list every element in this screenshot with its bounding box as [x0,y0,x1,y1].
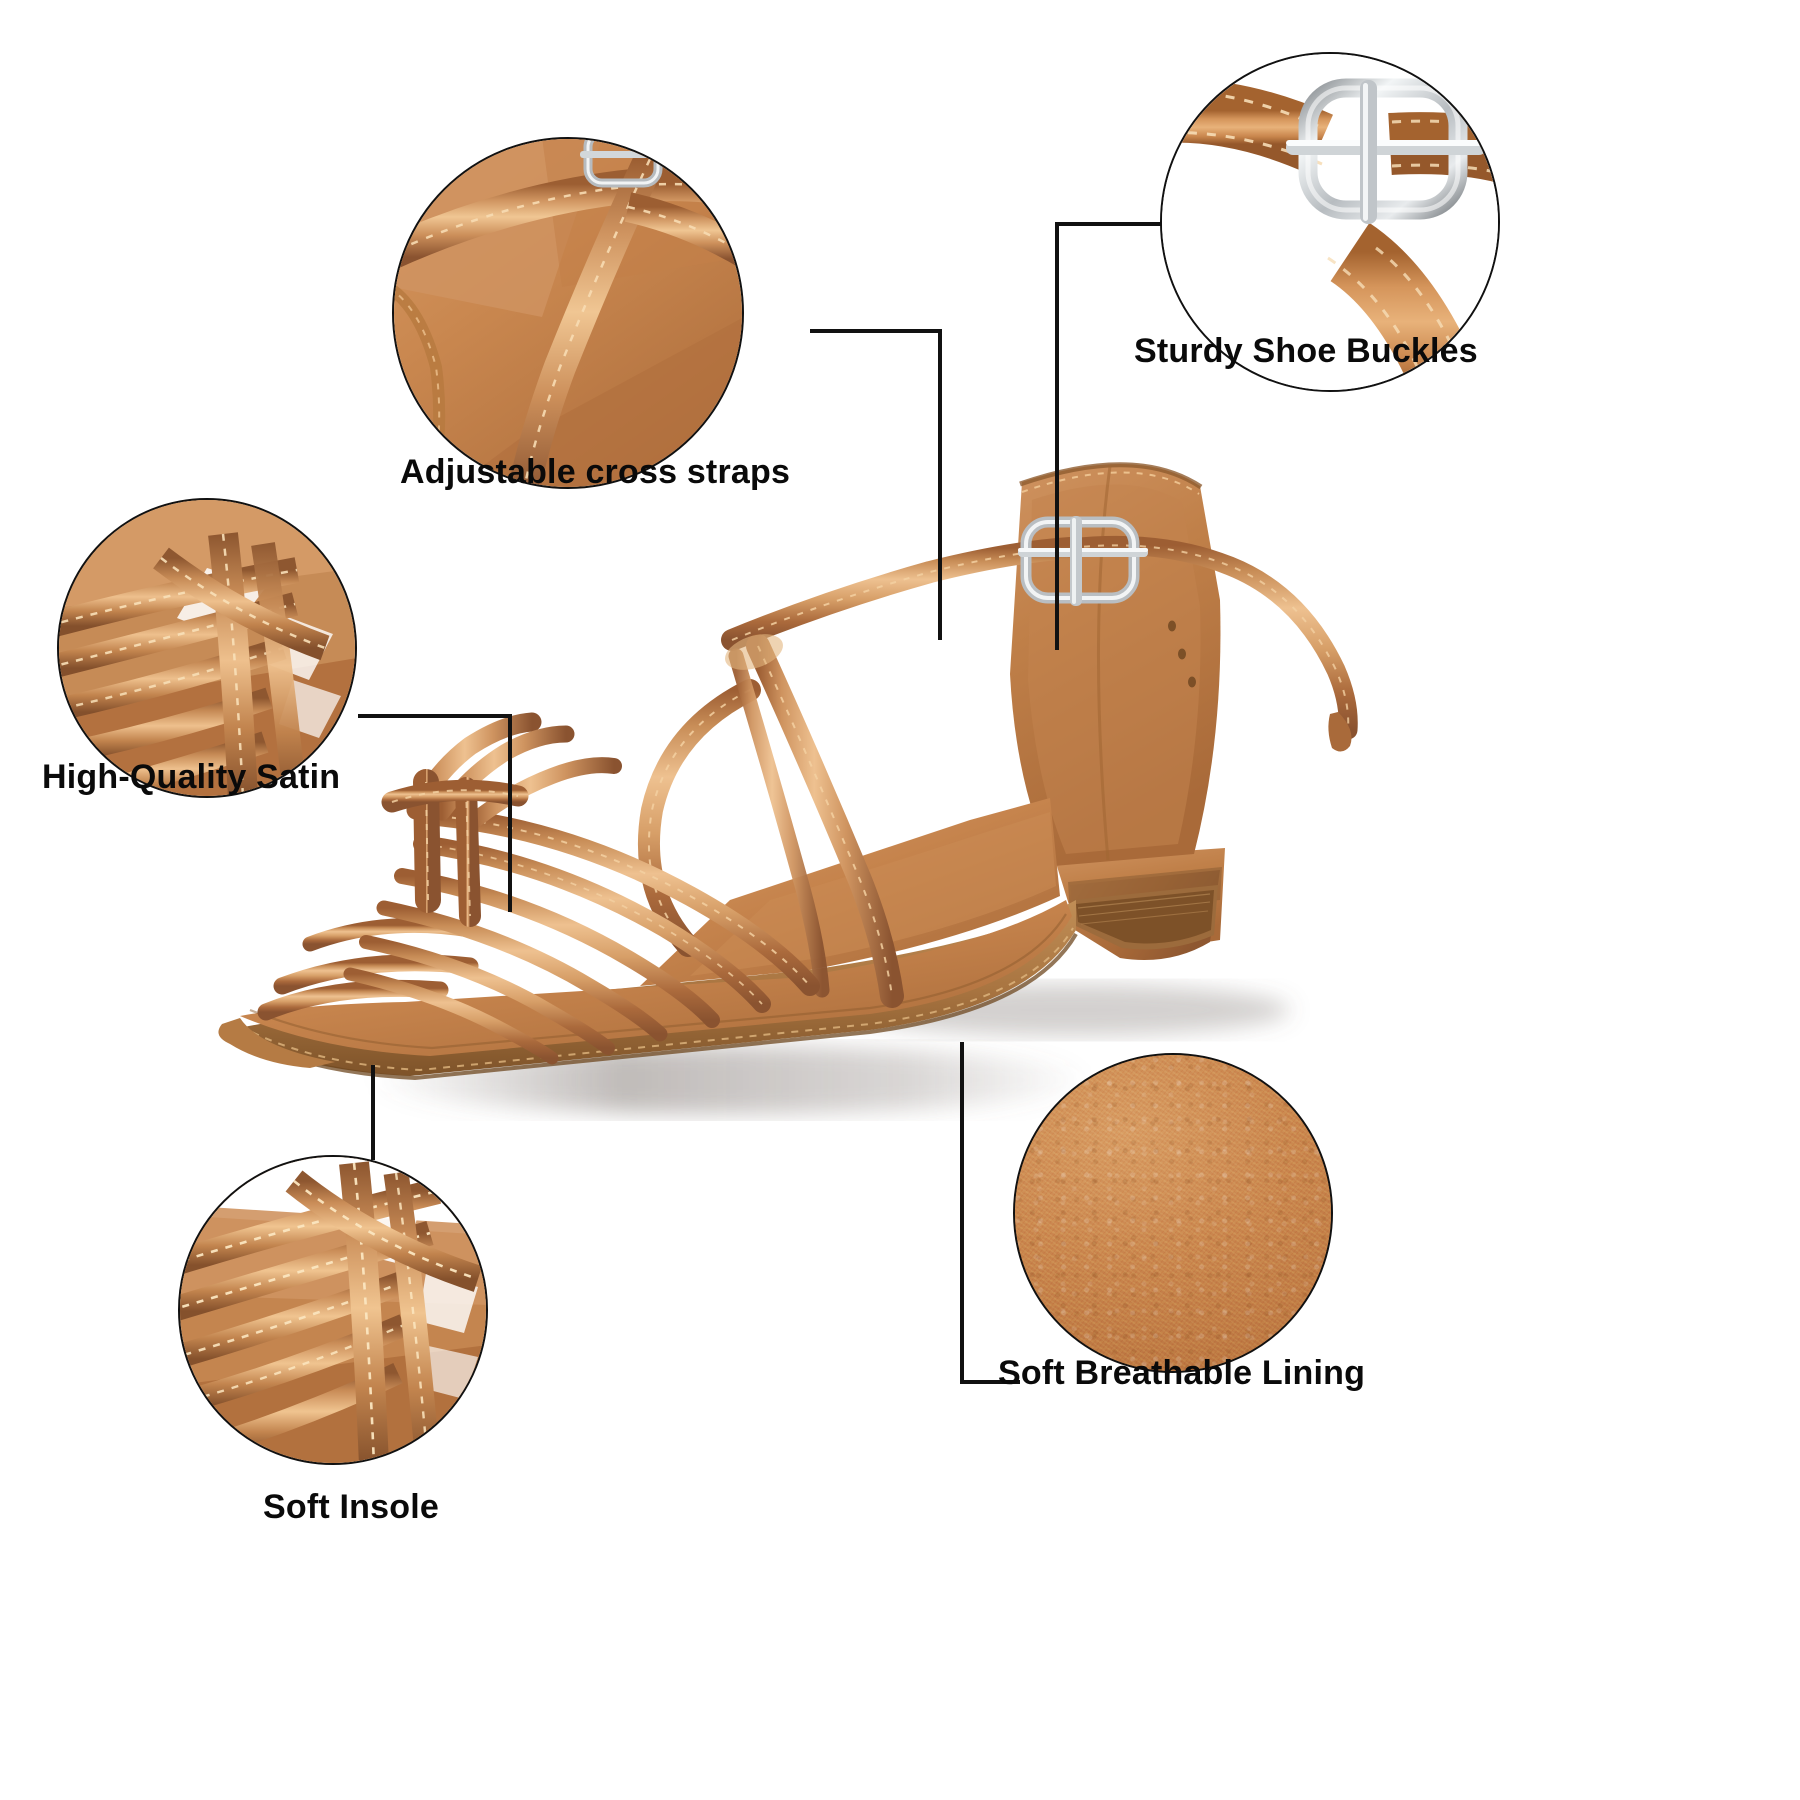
buckle-detail-art [1162,54,1498,390]
callout-circle-cross-straps [392,137,744,489]
satin-detail-art [59,500,355,796]
callout-circle-lining [1013,1053,1333,1373]
callout-label-cross-straps: Adjustable cross straps [400,453,791,491]
callout-label-insole: Soft Insole [263,1488,439,1526]
callout-circle-buckles [1160,52,1500,392]
callout-circle-insole [178,1155,488,1465]
cross-straps-detail-art [394,139,742,487]
lining-texture-layer-1 [1015,1055,1331,1371]
callout-circle-satin [57,498,357,798]
buckle-frame [1286,78,1486,224]
callout-label-lining: Soft Breathable Lining [998,1354,1366,1392]
lining-texture-layer-2 [1015,1055,1331,1371]
insole-detail-art [180,1157,486,1463]
lining-detail-art [1015,1055,1331,1371]
callout-label-buckles: Sturdy Shoe Buckles [1134,332,1478,370]
callout-label-satin: High-Quality Satin [42,758,341,796]
